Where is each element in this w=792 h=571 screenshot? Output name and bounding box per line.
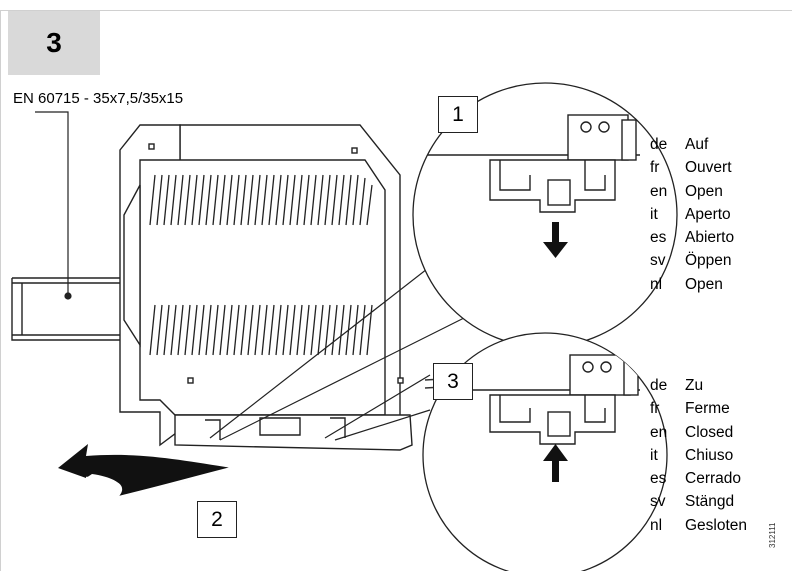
translation: Aperto xyxy=(685,205,731,223)
translation: Closed xyxy=(685,423,734,441)
lang-code: es xyxy=(650,229,667,247)
translation: Chiuso xyxy=(685,446,734,464)
translation: Open xyxy=(685,275,723,293)
lang-code: en xyxy=(650,182,668,200)
translation: Stängd xyxy=(685,493,735,511)
arrow-down-icon xyxy=(543,222,568,258)
power-supply-device xyxy=(119,124,413,451)
lang-code: it xyxy=(650,446,658,464)
callout-1: 1 xyxy=(438,96,478,133)
curved-arrow-icon xyxy=(58,444,233,500)
translation: Cerrado xyxy=(685,470,741,488)
lang-code: sv xyxy=(650,493,666,511)
closed-translations: Zu Ferme Closed Chiuso Cerrado Stängd Ge… xyxy=(685,374,747,537)
translation: Zu xyxy=(685,377,704,394)
drawing-id: 312111 xyxy=(768,522,777,548)
lang-code: de xyxy=(650,136,668,153)
vent-slots-bottom xyxy=(149,304,373,356)
lang-code: es xyxy=(650,470,667,488)
open-language-codes: de fr en it es sv nl xyxy=(650,133,667,296)
open-translations: Auf Ouvert Open Aperto Abierto Öppen Ope… xyxy=(685,133,734,296)
frame-top-line xyxy=(0,10,792,11)
lang-code: en xyxy=(650,423,668,441)
lang-code: de xyxy=(650,377,668,394)
callout-3: 3 xyxy=(433,363,473,400)
lang-code: fr xyxy=(650,400,660,418)
translation: Abierto xyxy=(685,229,735,247)
detail-circle-open xyxy=(412,82,678,348)
translation: Auf xyxy=(685,136,709,153)
step-badge: 3 xyxy=(8,11,100,75)
translation: Ouvert xyxy=(685,159,732,177)
detail-circle-closed xyxy=(422,332,668,571)
step-number: 3 xyxy=(46,27,62,58)
translation: Ferme xyxy=(685,400,730,418)
lang-code: nl xyxy=(650,275,663,293)
closed-language-codes: de fr en it es sv nl xyxy=(650,374,667,537)
translation: Öppen xyxy=(685,252,732,270)
arrow-up-icon xyxy=(543,444,568,482)
lang-code: nl xyxy=(650,516,663,534)
translation: Open xyxy=(685,182,723,200)
translation: Gesloten xyxy=(685,516,748,534)
lang-code: fr xyxy=(650,159,660,177)
vent-slots-top xyxy=(149,174,373,226)
leader-line xyxy=(35,111,72,300)
callout-2: 2 xyxy=(197,501,237,538)
magnifier-lines xyxy=(209,254,471,441)
lang-code: sv xyxy=(650,252,666,270)
rail-standard-label: EN 60715 - 35x7,5/35x15 xyxy=(13,90,184,107)
lang-code: it xyxy=(650,205,658,223)
frame-left-line xyxy=(0,10,1,571)
